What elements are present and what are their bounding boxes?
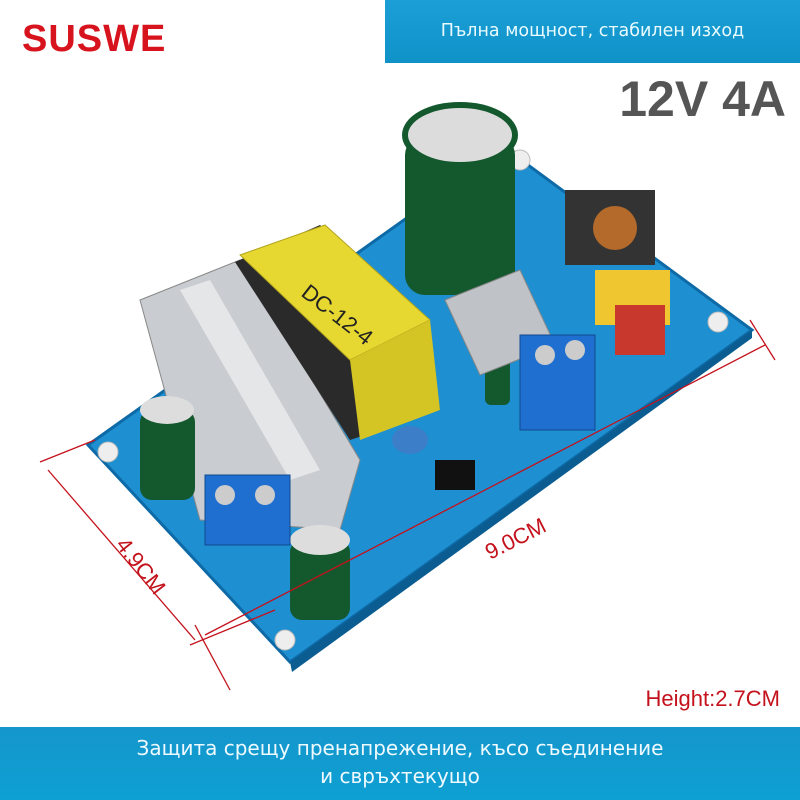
bottom-banner-line2: и свръхтекущо xyxy=(320,764,480,788)
dimension-lines xyxy=(39,319,776,691)
width-dimension: 4.9CM xyxy=(111,533,171,599)
mount-hole xyxy=(274,629,296,651)
capacitor xyxy=(290,540,350,620)
mount-hole xyxy=(97,441,119,463)
safety-capacitor xyxy=(615,305,665,355)
bottom-banner: Защита срещу пренапрежение, късо съедине… xyxy=(0,727,800,800)
top-banner: Пълна мощност, стабилен изход xyxy=(385,0,800,63)
bottom-banner-line1: Защита срещу пренапрежение, късо съедине… xyxy=(136,736,664,760)
height-dimension: Height:2.7CM xyxy=(645,686,780,711)
spec-label: 12V 4A xyxy=(619,71,786,127)
capacitor xyxy=(140,410,195,500)
mount-hole xyxy=(707,311,729,333)
y-capacitor xyxy=(392,426,428,454)
optocoupler xyxy=(435,460,475,490)
output-terminal xyxy=(204,474,291,546)
main-capacitor xyxy=(405,135,515,295)
brand-logo: SUSWE xyxy=(22,18,167,60)
